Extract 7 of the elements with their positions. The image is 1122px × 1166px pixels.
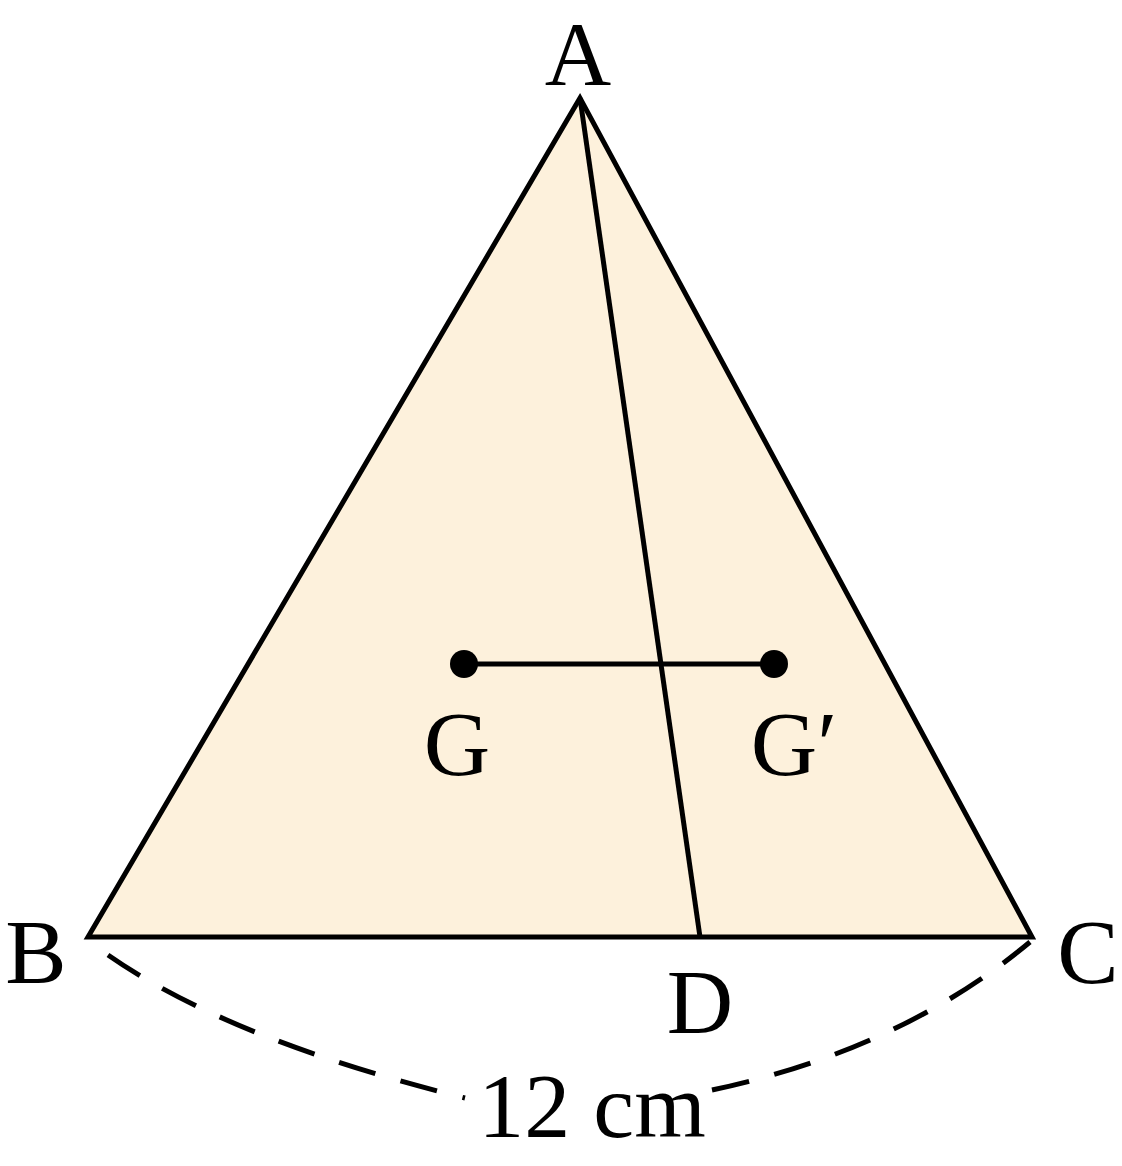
vertex-label: B	[5, 906, 67, 998]
point-label: D	[666, 956, 734, 1048]
dimension-label: 12 cm	[478, 1060, 706, 1152]
point-label: G′	[750, 698, 838, 790]
vertex-label: C	[1057, 906, 1119, 998]
point-label: G	[423, 698, 491, 790]
vertex-label: A	[544, 8, 612, 100]
